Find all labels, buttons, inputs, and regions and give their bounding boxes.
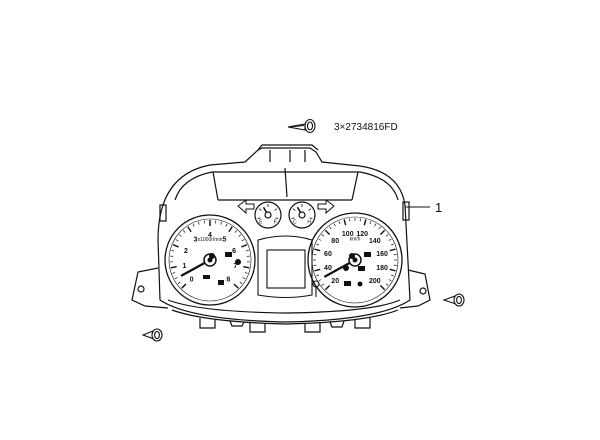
- speedometer-tick-label: 200: [369, 278, 381, 285]
- speedometer-tick-label: 100: [342, 231, 354, 238]
- tachometer-tick-label: 1: [183, 263, 187, 270]
- speedometer-tick: [389, 248, 396, 252]
- tachometer-tick-label: 0: [190, 276, 194, 283]
- tachometer-tick-label: 8: [226, 276, 230, 283]
- speedometer-tick: [390, 274, 394, 277]
- tachometer-tick: [241, 244, 248, 248]
- speedometer-tick: [333, 223, 336, 227]
- speedometer-tick: [385, 234, 389, 237]
- speedometer-tick: [324, 284, 331, 291]
- speedometer-tick-label: 80: [331, 238, 339, 245]
- speedometer-tick: [385, 283, 389, 286]
- tachometer-tick-label: 4: [208, 232, 212, 239]
- speedometer-tick: [338, 221, 341, 225]
- tachometer-tick-label: 5: [222, 236, 226, 243]
- speedometer-tick: [321, 234, 325, 237]
- tachometer-unit-label: x1000r/min: [198, 237, 223, 243]
- tachometer-tick: [171, 249, 175, 252]
- speedometer-tick: [316, 274, 320, 277]
- tachometer-tick-label: 7: [234, 263, 238, 270]
- speedometer-unit-label: km/h: [350, 236, 361, 242]
- cluster-housing: [131, 144, 431, 333]
- tachometer-tick: [187, 226, 192, 233]
- tachometer-tick: [239, 281, 243, 285]
- tachometer-tick: [182, 230, 186, 233]
- speedometer-tick: [314, 248, 321, 252]
- tachometer-tick: [241, 239, 245, 242]
- tachometer-tick: [225, 223, 228, 227]
- tachometer-tick: [243, 265, 250, 269]
- tachometer-tick: [242, 277, 246, 280]
- speedometer-tick: [329, 226, 332, 230]
- tachometer-tick-label: 3: [194, 236, 198, 243]
- speedometer-tick-label: 20: [331, 278, 339, 285]
- tachometer-tick-label: 2: [184, 248, 188, 255]
- speedometer-tick-label: 40: [324, 265, 332, 272]
- speedometer-tick: [318, 238, 322, 241]
- tachometer-tick: [181, 283, 187, 289]
- fuel-gauge-mark: E: [259, 219, 263, 225]
- tachometer-tick-label: 6: [232, 248, 236, 255]
- speedometer-tick: [343, 219, 347, 226]
- warning-lamps: [203, 252, 371, 287]
- speedometer-tick-label: 60: [324, 251, 332, 258]
- left-turn-signal-icon: [237, 199, 255, 215]
- temperature-gauge-mark: C: [293, 219, 297, 225]
- tachometer-tick: [178, 234, 182, 237]
- speedometer-tick: [389, 268, 396, 272]
- speedometer-tick-label: 140: [369, 238, 381, 245]
- right-turn-signal-icon: [317, 199, 335, 215]
- tachometer-tick: [244, 272, 248, 274]
- left-screw-icon: [141, 328, 163, 342]
- tachometer-tick: [192, 223, 195, 227]
- speedometer-tick: [324, 229, 331, 236]
- speedometer-tick-label: 120: [356, 231, 368, 238]
- speedometer-tick: [390, 243, 394, 246]
- tachometer-tick: [174, 277, 178, 280]
- speedometer-tick: [379, 284, 386, 291]
- speedometer-tick: [318, 279, 322, 282]
- speedometer-tick: [388, 238, 392, 241]
- tachometer-tick: [172, 272, 176, 274]
- tachometer-tick: [245, 249, 249, 252]
- tachometer-tick: [172, 244, 179, 248]
- top-screw-icon: [287, 118, 316, 134]
- tachometer-tick: [198, 221, 200, 225]
- tachometer-tick: [234, 230, 238, 233]
- speedometer-tick: [379, 229, 386, 236]
- speedometer-tick: [378, 226, 381, 230]
- tachometer-dial: 01 23 4 56 78 x1000r/min: [164, 214, 256, 306]
- center-display: [257, 235, 320, 299]
- screw-part-number-label: 3×2734816FD: [334, 122, 398, 133]
- temperature-gauge-mark: H: [307, 219, 311, 225]
- speedometer-tick: [316, 243, 320, 246]
- tachometer-tick: [238, 234, 242, 237]
- speedometer-tick-label: 180: [376, 265, 388, 272]
- fuel-gauge-mark: F: [274, 219, 277, 225]
- item-number-label: 1: [435, 200, 442, 215]
- tachometer-tick: [228, 226, 233, 233]
- speedometer-tick: [369, 221, 372, 225]
- speedometer-tick: [388, 279, 392, 282]
- speedometer-tick: [314, 268, 321, 272]
- tachometer-tick: [175, 239, 179, 242]
- right-screw-icon: [442, 293, 465, 307]
- speedometer-tick: [321, 283, 325, 286]
- speedometer-tick: [363, 219, 367, 226]
- tachometer-tick: [220, 221, 222, 225]
- tachometer-tick: [233, 283, 239, 289]
- speedometer-tick: [374, 223, 377, 227]
- tachometer-tick: [177, 281, 181, 285]
- tachometer-tick: [170, 265, 177, 269]
- speedometer-tick-label: 160: [376, 251, 388, 258]
